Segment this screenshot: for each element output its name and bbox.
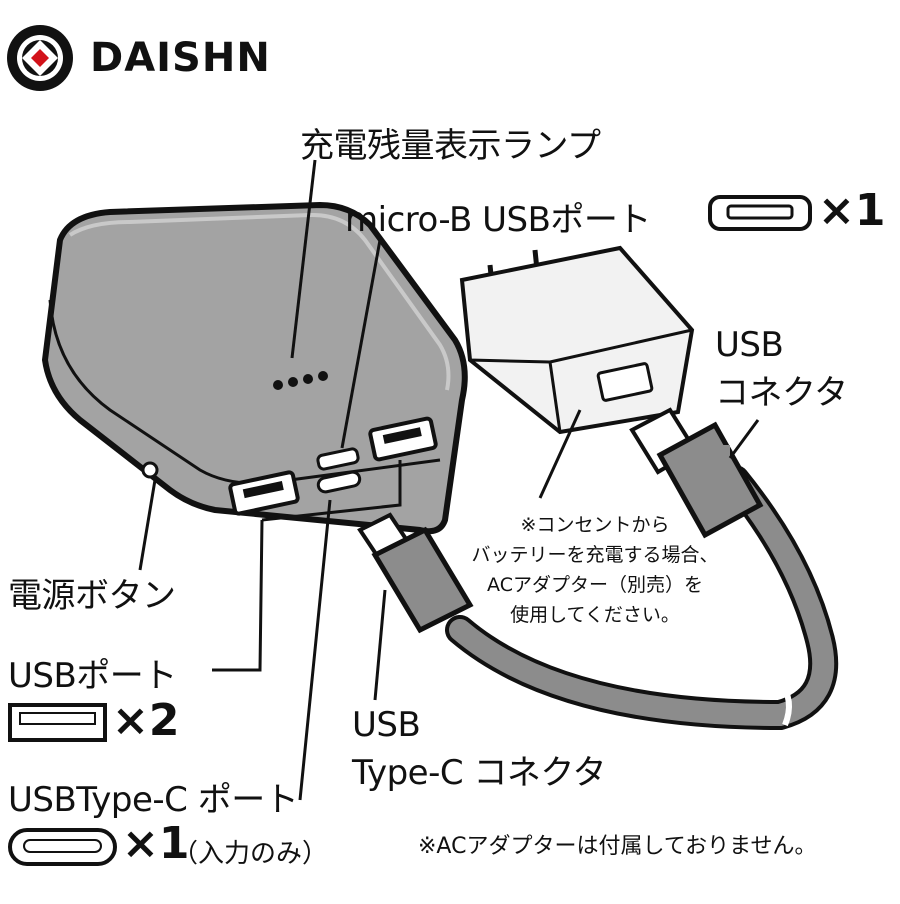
label-type-c-connector-line2: Type-C コネクタ [352,753,607,793]
note-charging-line: ※コンセントから [520,514,670,536]
leader-lines [138,159,760,801]
usb-a-port-left-icon [228,470,300,516]
adapter-usb-port-icon [596,362,654,402]
label-usb-port: USBポート [8,656,177,696]
micro-b-port-on-device-icon [316,447,360,471]
label-indicator-lamp: 充電残量表示ランプ [300,126,601,166]
label-usb-connector-line1: USB [715,325,784,365]
ac-adapter-illustration [459,245,695,435]
usb-a-plug-icon [629,407,764,539]
type-c-port-on-device-icon [316,470,362,494]
usb-a-port-right-icon [368,416,438,462]
indicator-lamp-icon [273,371,328,390]
label-type-c-port-count: ×1 [122,818,190,869]
type-c-port-icon [8,828,117,866]
micro-b-port-icon [708,195,812,231]
label-type-c-port-note: （入力のみ） [172,839,329,869]
usb-cable-illustration [357,407,839,731]
note-footer: ※ACアダプターは付属しておりません。 [418,834,817,859]
power-button-icon [141,461,159,479]
brand-name: DAISHN [90,35,271,81]
label-power-button: 電源ボタン [8,576,176,616]
usb-a-port-icon [8,703,107,742]
label-type-c-connector-line1: USB [352,705,421,745]
note-charging-line: 使用してください。 [510,604,680,626]
label-usb-connector-line2: コネクタ [715,373,848,413]
label-type-c-port: USBType-C ポート [8,780,299,820]
type-c-plug-icon [357,512,474,634]
label-micro-b-count: ×1 [818,185,886,236]
note-charging: ※コンセントから バッテリーを充電する場合、 ACアダプター（別売）を 使用して… [430,510,760,630]
note-charging-line: ACアダプター（別売）を [487,574,703,596]
note-charging-line: バッテリーを充電する場合、 [471,544,719,566]
power-bank-illustration [41,201,468,535]
label-usb-port-count: ×2 [112,695,180,746]
label-micro-b-port: micro-B USBポート [345,200,651,240]
brand-logo-icon [7,25,73,91]
